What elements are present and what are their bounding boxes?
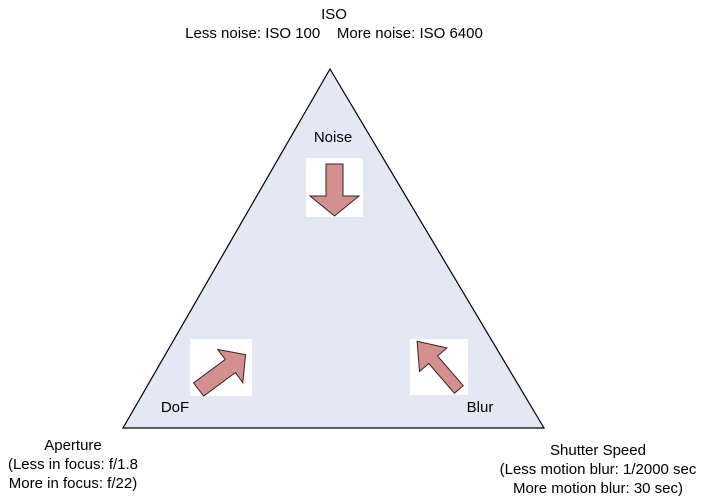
iso-title: ISO xyxy=(321,6,347,23)
shutter-block: Shutter Speed (Less motion blur: 1/2000 … xyxy=(488,441,708,498)
aperture-block: Aperture (Less in focus: f/1.8 More in f… xyxy=(0,436,146,493)
dof-arrow-icon xyxy=(192,348,247,397)
aperture-more: More in focus: f/22) xyxy=(8,475,138,492)
blur-label: Blur xyxy=(466,399,494,416)
iso-more-noise: More noise: ISO 6400 xyxy=(336,25,483,42)
shutter-less: (Less motion blur: 1/2000 sec xyxy=(499,461,697,478)
shutter-more: More motion blur: 30 sec) xyxy=(512,480,684,497)
dof-label: DoF xyxy=(160,399,190,416)
exposure-triangle xyxy=(121,67,546,429)
iso-range: Less noise: ISO 100 More noise: ISO 6400 xyxy=(164,24,504,43)
shutter-title: Shutter Speed xyxy=(550,442,646,459)
noise-arrow-icon xyxy=(308,163,361,217)
aperture-less: (Less in focus: f/1.8 xyxy=(7,456,139,473)
blur-arrow-icon xyxy=(416,340,464,395)
aperture-title: Aperture xyxy=(44,437,102,454)
iso-less-noise: Less noise: ISO 100 xyxy=(185,25,321,42)
noise-label: Noise xyxy=(313,129,353,146)
